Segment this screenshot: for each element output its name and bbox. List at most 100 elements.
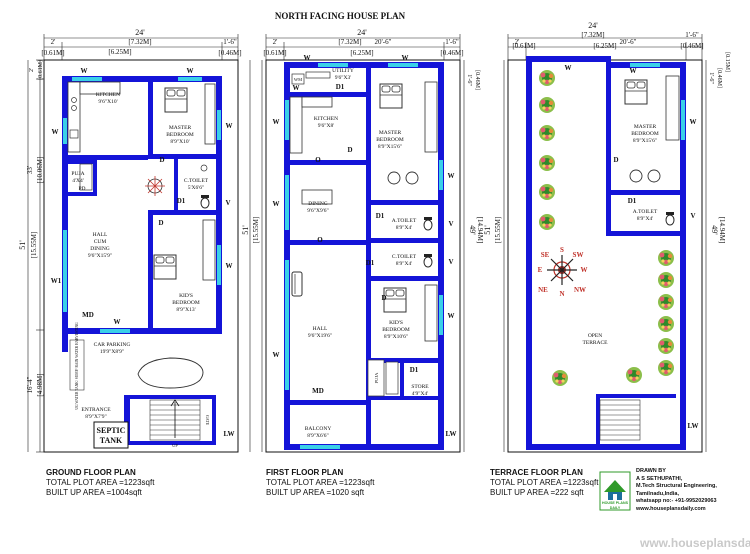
first-kids-label: KID'S bbox=[389, 320, 403, 326]
ground-kitchen-size: 9'6"X10' bbox=[98, 99, 117, 105]
ground-w-top-left: W bbox=[81, 67, 88, 75]
ground-up-label: UP bbox=[172, 443, 178, 448]
first-caption: FIRST FLOOR PLAN bbox=[266, 468, 344, 477]
ground-septic-label2: TANK bbox=[100, 436, 123, 445]
ground-d1: D1 bbox=[177, 197, 186, 205]
first-d-kitchen: D bbox=[347, 146, 352, 154]
first-dim-width: 24' bbox=[357, 28, 367, 37]
first-d1-ctoilet: D1 bbox=[366, 259, 375, 267]
ground-d-kids: D bbox=[158, 219, 163, 227]
first-ctoilet-label: C.TOILET bbox=[392, 254, 417, 260]
terrace-built-area: BUILT UP AREA =222 sqft bbox=[490, 488, 584, 497]
first-dim-16v: 1'-6" bbox=[466, 74, 472, 86]
first-w-left3: W bbox=[273, 351, 280, 359]
terrace-dim-2: 2' bbox=[515, 38, 520, 46]
ground-hall-size: 9'6"X15'9" bbox=[88, 253, 112, 259]
terrace-d: D bbox=[613, 156, 618, 164]
terrace-dim-015: [0.15M] bbox=[724, 52, 730, 72]
terrace-master-size: 8'9"X15'6" bbox=[633, 138, 657, 144]
ground-hall-label2: CUM bbox=[94, 239, 107, 245]
ground-w1: W1 bbox=[51, 277, 62, 285]
first-d1-atoilet: D1 bbox=[376, 212, 385, 220]
first-dim-046: [0.46M] bbox=[440, 49, 463, 57]
first-dim-49: 49' bbox=[468, 225, 477, 235]
terrace-dim-206: 20'-6" bbox=[620, 38, 637, 46]
ground-kids-label2: BEDROOM bbox=[172, 300, 200, 306]
ground-toilet-size: 5'X6'6" bbox=[188, 185, 204, 191]
first-dim-206: 20'-6" bbox=[375, 38, 392, 46]
ground-built-area: BUILT UP AREA =1004sqft bbox=[46, 488, 142, 497]
ground-dim-16: 1'-6" bbox=[223, 38, 237, 46]
terrace-dim-width: 24' bbox=[588, 21, 598, 30]
first-dim-2: 2' bbox=[273, 38, 278, 46]
ground-puja-size: 4'X4' bbox=[72, 178, 83, 184]
first-md: MD bbox=[312, 387, 324, 395]
first-w-left2: W bbox=[273, 200, 280, 208]
terrace-v: V bbox=[690, 212, 695, 220]
ground-kitchen-label: KITCHEN bbox=[96, 92, 120, 98]
ground-dim-498: [4.98M] bbox=[36, 373, 44, 396]
first-d1-utility: D1 bbox=[336, 83, 345, 91]
first-master-label: MASTER bbox=[379, 130, 402, 136]
terrace-lw: LW bbox=[687, 422, 698, 430]
first-hall-label: HALL bbox=[313, 326, 328, 332]
ground-kids-size: 8'9"X13' bbox=[176, 307, 195, 313]
first-dim-51: 51' bbox=[241, 225, 250, 235]
ground-v: V bbox=[225, 199, 230, 207]
first-w-left: W bbox=[273, 118, 280, 126]
ground-entrance-label: ENTRANCE bbox=[81, 407, 111, 413]
terrace-master-label2: BEDROOM bbox=[631, 131, 659, 137]
terrace-master-label: MASTER bbox=[634, 124, 657, 130]
terrace-floor-plan bbox=[507, 56, 703, 453]
first-caption-block: FIRST FLOOR PLAN TOTAL PLOT AREA =1223sq… bbox=[266, 468, 374, 498]
first-atoilet-label: A.TOILET bbox=[392, 218, 417, 224]
terrace-dim-51: 51' bbox=[483, 225, 492, 235]
first-w-utility: W bbox=[293, 84, 300, 92]
ground-dim-1555: [15.55M] bbox=[30, 232, 38, 259]
first-o-2: O bbox=[317, 236, 323, 244]
terrace-dim-046v: [0.46M] bbox=[716, 68, 722, 88]
first-plot-area: TOTAL PLOT AREA =1223sqft bbox=[266, 478, 375, 487]
ground-gate-label: GATE bbox=[205, 415, 210, 426]
first-dining-label: DINING bbox=[308, 201, 328, 207]
first-dim-061: [0.61M] bbox=[263, 49, 286, 57]
ground-dim-width-m: [7.32M] bbox=[128, 38, 151, 46]
terrace-dim-046: [0.46M] bbox=[680, 42, 703, 50]
first-master-size: 8'9"X15'6" bbox=[378, 144, 402, 150]
first-v-2: V bbox=[448, 258, 453, 266]
ground-w-bottom: W bbox=[114, 318, 121, 326]
terrace-w-top2: W bbox=[630, 67, 637, 75]
terrace-dimensions bbox=[503, 34, 707, 452]
ground-w-right: W bbox=[226, 122, 233, 130]
first-utility-label: UTILITY bbox=[332, 68, 354, 74]
terrace-open-label: OPEN bbox=[588, 333, 602, 339]
first-balcony-label: BALCONY bbox=[305, 426, 332, 432]
logo-text-2: DAILY bbox=[610, 506, 621, 510]
ground-dim-046: [0.46M] bbox=[218, 49, 241, 57]
ground-hall-label: HALL bbox=[93, 232, 108, 238]
first-kids-label2: BEDROOM bbox=[382, 327, 410, 333]
ground-sump-label: UG WATER TANK/ SUMP/ RAIN WATER HARVESTI… bbox=[75, 322, 79, 410]
compass-sw: SW bbox=[573, 251, 584, 259]
first-d-kids: D bbox=[381, 294, 386, 302]
first-master-label2: BEDROOM bbox=[376, 137, 404, 143]
terrace-atoilet-size: 8'9"X4' bbox=[637, 216, 653, 222]
first-dim-width-m: [7.32M] bbox=[338, 38, 361, 46]
terrace-dim-16v: 1'-6" bbox=[708, 72, 714, 84]
ground-dimensions bbox=[27, 34, 239, 453]
ground-dim-1006: [10.06M] bbox=[36, 157, 44, 184]
first-kitchen-size: 9'6"X8' bbox=[318, 123, 334, 129]
first-dim-1555: [15.55M] bbox=[252, 217, 260, 244]
watermark: www.houseplansda bbox=[640, 536, 750, 550]
first-ctoilet-size: 8'9"X4' bbox=[396, 261, 412, 267]
terrace-dim-061: [0.61M] bbox=[512, 42, 535, 50]
first-floor-plan bbox=[265, 59, 461, 453]
first-built-area: BUILT UP AREA =1020 sqft bbox=[266, 488, 365, 497]
ground-w-top-right: W bbox=[187, 67, 194, 75]
credit-site: www.houseplansdaily.com bbox=[636, 505, 706, 512]
terrace-dim-49: 49' bbox=[710, 225, 719, 235]
compass-n: N bbox=[559, 290, 564, 298]
ground-d-master: D bbox=[159, 156, 164, 164]
first-store-label: STORE bbox=[411, 384, 429, 390]
first-dim-046v: [0.46M] bbox=[474, 70, 480, 90]
